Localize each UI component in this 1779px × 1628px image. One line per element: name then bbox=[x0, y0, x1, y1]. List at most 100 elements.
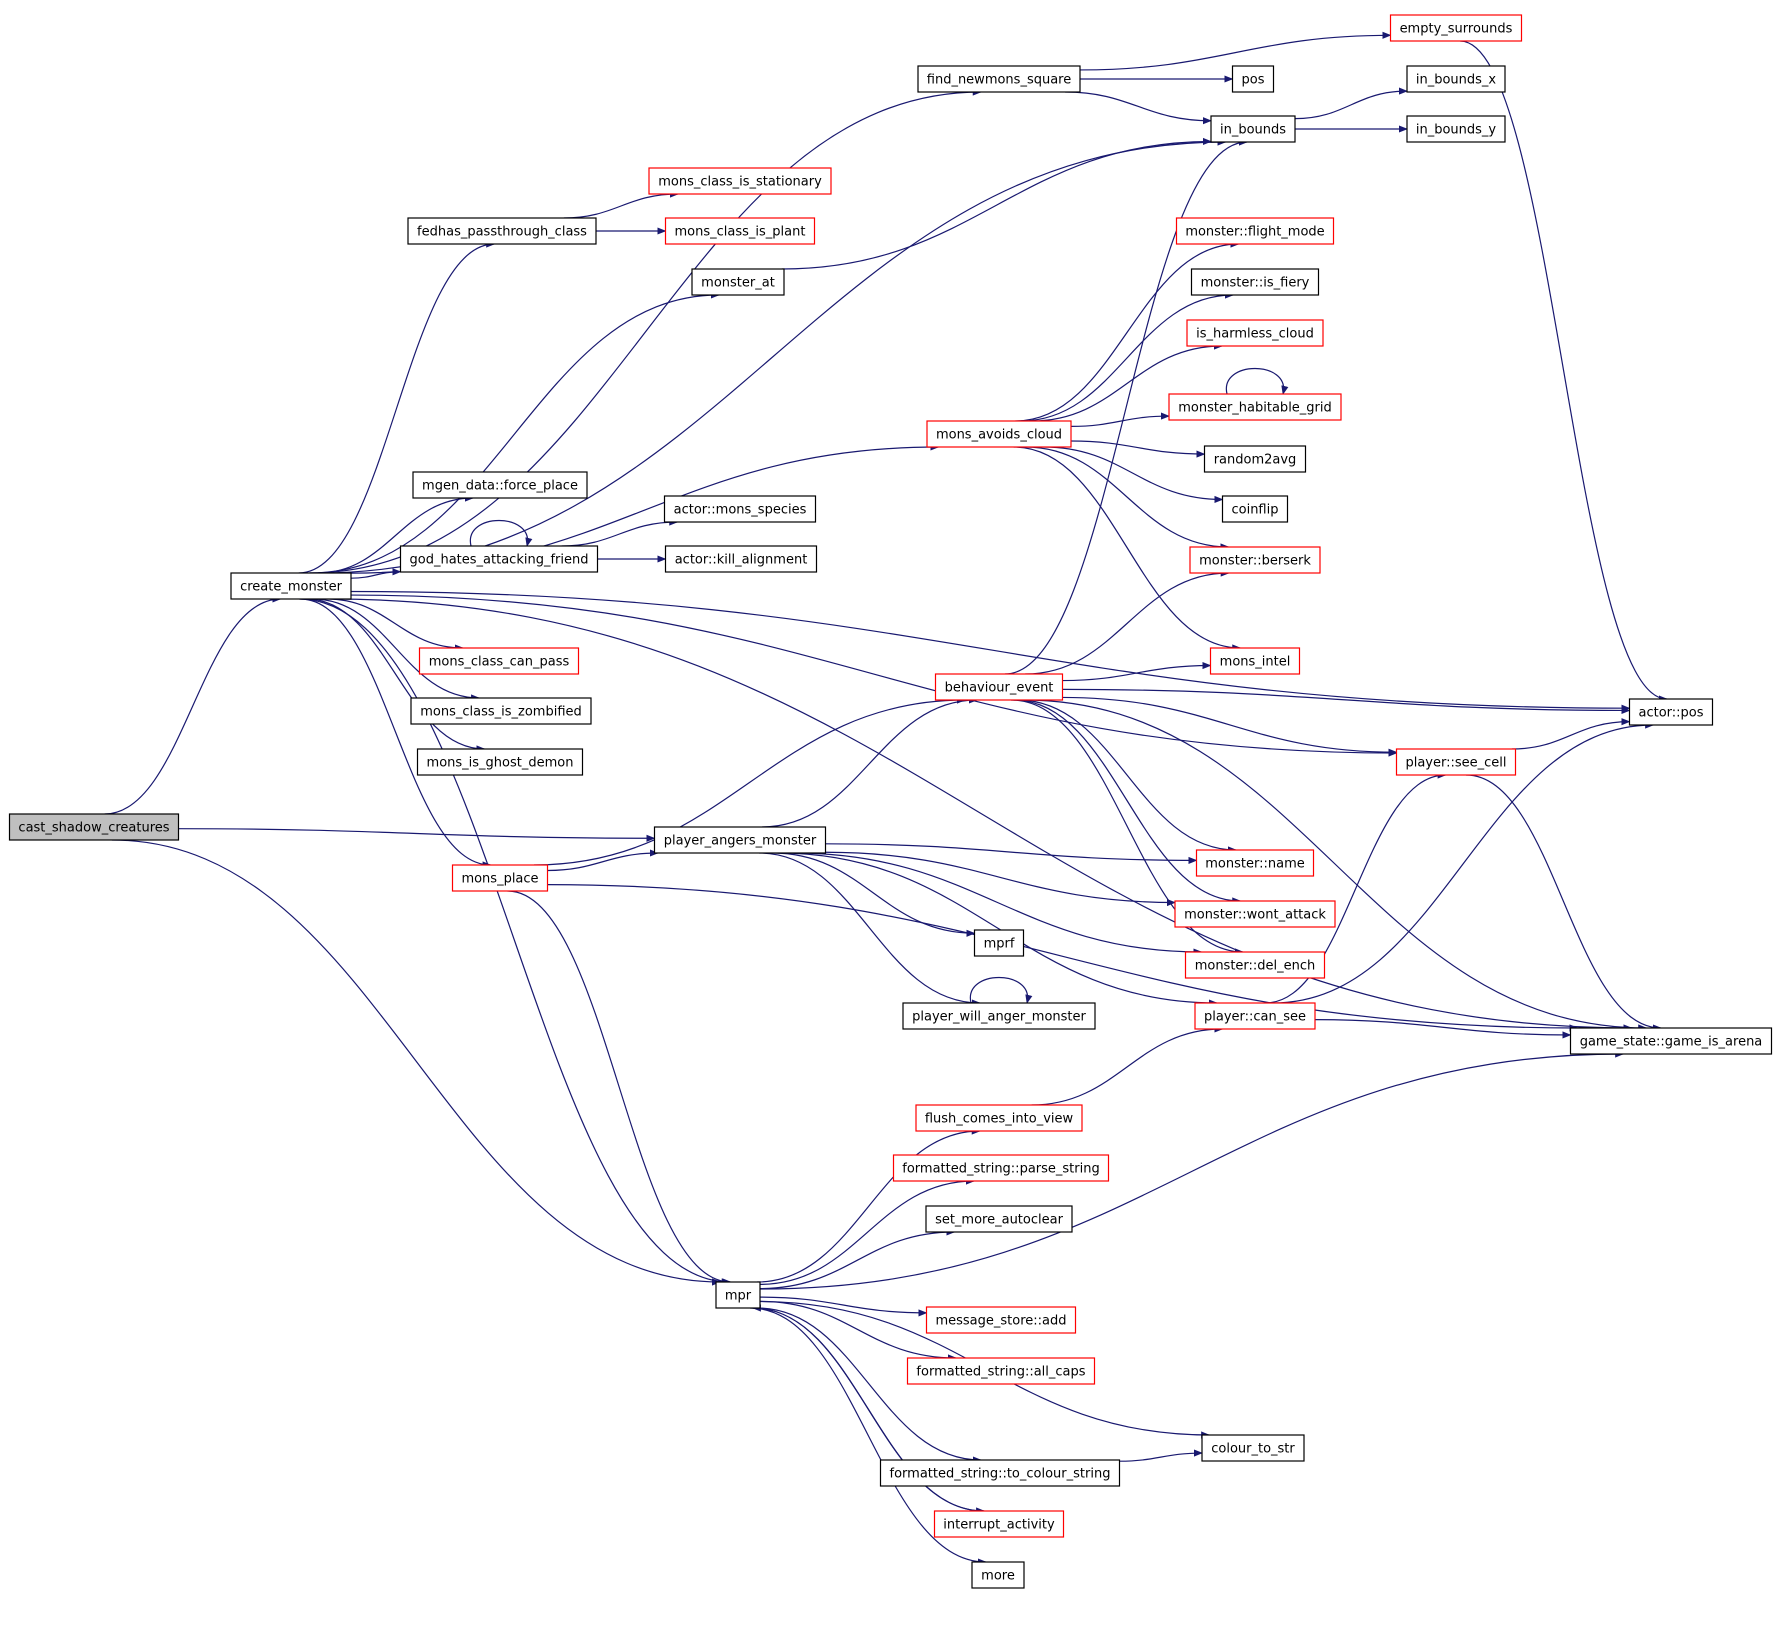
node-game-is-arena[interactable]: game_state::game_is_arena bbox=[1569, 1027, 1773, 1055]
node-mons-is-ghost-demon[interactable]: mons_is_ghost_demon bbox=[416, 748, 584, 776]
node-player-will-anger-monster[interactable]: player_will_anger_monster bbox=[902, 1002, 1096, 1030]
node-monster-is-fiery[interactable]: monster::is_fiery bbox=[1190, 268, 1320, 296]
node-mgen-force-place[interactable]: mgen_data::force_place bbox=[412, 471, 588, 499]
node-mprf[interactable]: mprf bbox=[973, 929, 1025, 957]
edge bbox=[1023, 699, 1648, 1032]
node-label: flush_comes_into_view bbox=[925, 1112, 1074, 1127]
node-coinflip[interactable]: coinflip bbox=[1221, 495, 1289, 523]
node-to-colour-string[interactable]: formatted_string::to_colour_string bbox=[879, 1459, 1121, 1487]
node-mons-class-can-pass[interactable]: mons_class_can_pass bbox=[418, 647, 580, 675]
node-god-hates[interactable]: god_hates_attacking_friend bbox=[399, 545, 599, 573]
edge bbox=[561, 518, 679, 547]
node-label: mgen_data::force_place bbox=[422, 479, 578, 494]
node-parse-string[interactable]: formatted_string::parse_string bbox=[892, 1154, 1110, 1182]
node-monster-habitable-grid[interactable]: monster_habitable_grid bbox=[1168, 393, 1342, 421]
edge bbox=[469, 519, 533, 547]
edge bbox=[1043, 446, 1224, 504]
node-box bbox=[925, 1205, 1073, 1233]
node-create-monster[interactable]: create_monster bbox=[230, 572, 352, 600]
node-mpr[interactable]: mpr bbox=[715, 1281, 761, 1309]
node-box bbox=[915, 1104, 1083, 1132]
edge bbox=[1265, 771, 1447, 1004]
edge-to-colour-string-to-colour-to-str bbox=[1119, 1449, 1203, 1462]
node-box bbox=[399, 545, 599, 573]
node-box bbox=[1186, 319, 1324, 347]
edge bbox=[1025, 569, 1230, 675]
node-mons-intel[interactable]: mons_intel bbox=[1209, 647, 1301, 675]
edge-god-hates-to-actor-mons-species bbox=[561, 518, 679, 547]
node-interrupt-activity[interactable]: interrupt_activity bbox=[933, 1510, 1065, 1538]
node-box bbox=[653, 826, 827, 854]
node-actor-kill-alignment[interactable]: actor::kill_alignment bbox=[664, 545, 818, 573]
node-mons-class-is-plant[interactable]: mons_class_is_plant bbox=[664, 217, 816, 245]
edge bbox=[310, 291, 720, 574]
node-empty-surrounds[interactable]: empty_surrounds bbox=[1389, 14, 1523, 42]
edge bbox=[547, 849, 659, 872]
node-label: in_bounds_x bbox=[1416, 73, 1497, 88]
edge bbox=[825, 851, 1176, 907]
node-box bbox=[1395, 748, 1517, 776]
node-player-see-cell[interactable]: player::see_cell bbox=[1395, 748, 1517, 776]
node-find-newmons-square[interactable]: find_newmons_square bbox=[917, 65, 1081, 93]
node-in-bounds-x[interactable]: in_bounds_x bbox=[1406, 65, 1506, 93]
node-mons-class-is-zombified[interactable]: mons_class_is_zombified bbox=[410, 697, 592, 725]
node-set-more-autoclear[interactable]: set_more_autoclear bbox=[925, 1205, 1073, 1233]
edge bbox=[350, 594, 1398, 757]
node-more[interactable]: more bbox=[971, 1561, 1025, 1589]
node-box bbox=[1203, 445, 1307, 473]
node-fedhas-passthrough-class[interactable]: fedhas_passthrough_class bbox=[407, 217, 597, 245]
edge-mpr-to-more bbox=[750, 1307, 987, 1566]
edge-god-hates-to-god-hates bbox=[469, 519, 533, 547]
edge-mons-avoids-cloud-to-monster-berserk bbox=[1025, 446, 1230, 551]
node-box bbox=[410, 697, 592, 725]
edge bbox=[1062, 696, 1398, 756]
node-actor-mons-species[interactable]: actor::mons_species bbox=[663, 495, 817, 523]
node-label: actor::pos bbox=[1638, 706, 1703, 721]
node-box bbox=[664, 545, 818, 573]
node-monster-wont-attack[interactable]: monster::wont_attack bbox=[1174, 900, 1336, 928]
node-label: in_bounds bbox=[1220, 123, 1286, 138]
node-box bbox=[1189, 546, 1321, 574]
edge-player-angers-monster-to-monster-wont-attack bbox=[825, 851, 1176, 907]
edge-player-angers-monster-to-player-will-anger-monster bbox=[759, 852, 981, 1007]
node-actor-pos[interactable]: actor::pos bbox=[1628, 698, 1714, 726]
node-player-can-see[interactable]: player::can_see bbox=[1194, 1002, 1316, 1030]
node-label: player_angers_monster bbox=[664, 834, 817, 849]
edge bbox=[300, 598, 492, 869]
node-box bbox=[1190, 268, 1320, 296]
node-box bbox=[892, 1154, 1110, 1182]
node-mons-avoids-cloud[interactable]: mons_avoids_cloud bbox=[926, 420, 1072, 448]
node-monster-name[interactable]: monster::name bbox=[1195, 849, 1315, 877]
node-cast-shadow-creatures[interactable]: cast_shadow_creatures bbox=[8, 813, 180, 841]
edge bbox=[111, 839, 722, 1286]
node-mons-class-is-stationary[interactable]: mons_class_is_stationary bbox=[648, 167, 832, 195]
node-player-angers-monster[interactable]: player_angers_monster bbox=[653, 826, 827, 854]
node-mons-place[interactable]: mons_place bbox=[451, 864, 549, 892]
edge-player-angers-monster-to-behaviour-event bbox=[762, 696, 978, 828]
edge-create-monster-to-find-newmons-square bbox=[309, 88, 982, 574]
node-colour-to-str[interactable]: colour_to_str bbox=[1201, 1434, 1305, 1462]
node-in-bounds[interactable]: in_bounds bbox=[1210, 115, 1296, 143]
node-flush-comes-into-view[interactable]: flush_comes_into_view bbox=[915, 1104, 1083, 1132]
node-behaviour-event[interactable]: behaviour_event bbox=[934, 673, 1064, 701]
node-in-bounds-y[interactable]: in_bounds_y bbox=[1406, 115, 1506, 143]
node-monster-at[interactable]: monster_at bbox=[691, 268, 785, 296]
node-monster-del-ench[interactable]: monster::del_ench bbox=[1184, 951, 1326, 979]
edge-mpr-to-set-more-autoclear bbox=[759, 1228, 956, 1290]
edge-monster-at-to-in-bounds bbox=[781, 137, 1212, 270]
node-label: formatted_string::all_caps bbox=[916, 1365, 1085, 1380]
edge bbox=[299, 598, 731, 1286]
edge bbox=[104, 595, 282, 815]
node-random2avg[interactable]: random2avg bbox=[1203, 445, 1307, 473]
node-monster-flight-mode[interactable]: monster::flight_mode bbox=[1175, 217, 1335, 245]
node-pos[interactable]: pos bbox=[1231, 65, 1275, 93]
edge bbox=[507, 890, 732, 1286]
edge bbox=[533, 696, 966, 866]
node-box bbox=[1168, 393, 1342, 421]
node-monster-berserk[interactable]: monster::berserk bbox=[1189, 546, 1321, 574]
node-message-store-add[interactable]: message_store::add bbox=[925, 1306, 1077, 1334]
node-label: player::can_see bbox=[1204, 1010, 1306, 1025]
node-all-caps[interactable]: formatted_string::all_caps bbox=[906, 1357, 1096, 1385]
node-is-harmless-cloud[interactable]: is_harmless_cloud bbox=[1186, 319, 1324, 347]
edge-create-monster-to-actor-pos bbox=[350, 590, 1631, 712]
